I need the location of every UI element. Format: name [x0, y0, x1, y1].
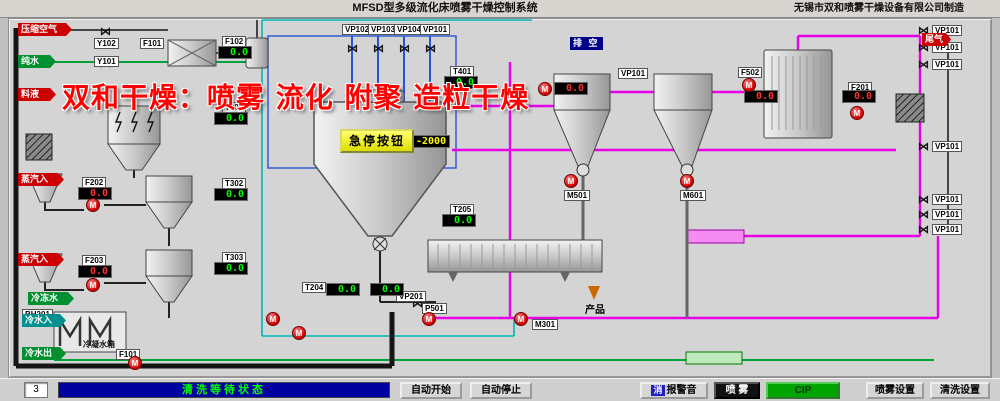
- pump-motor[interactable]: M: [128, 356, 142, 370]
- value-display: 0.0: [214, 262, 248, 275]
- watermark-text: 双和干燥：喷雾 流化 附聚 造粒干燥: [62, 81, 530, 114]
- tag-label-t204: T204: [302, 282, 327, 293]
- clean-settings-button[interactable]: 清洗设置: [930, 382, 990, 399]
- auto-stop-button[interactable]: 自动停止: [470, 382, 532, 399]
- tag-label-vp101: VP101: [932, 59, 963, 70]
- pump-motor[interactable]: M: [292, 326, 306, 340]
- label-navy: 排 空: [570, 37, 603, 50]
- valve-icon[interactable]: ⋈: [347, 43, 358, 55]
- value-display: 0.0: [442, 214, 476, 227]
- value-display: 0.0: [370, 283, 404, 296]
- tag-label-f101: F101: [140, 38, 165, 49]
- tag-label-f502: F502: [738, 67, 763, 78]
- pump-motor[interactable]: M: [850, 106, 864, 120]
- valve-icon[interactable]: ⋈: [918, 224, 929, 236]
- flow-arrow: 蒸汽入: [18, 253, 64, 266]
- value-display: -2000: [412, 135, 451, 148]
- tag-label-vp101: VP101: [618, 68, 649, 79]
- pump-motor[interactable]: M: [564, 174, 578, 188]
- spray-settings-button[interactable]: 喷雾设置: [866, 382, 924, 399]
- manufacturer-label: 无锡市双和喷雾干燥设备有限公司制造: [794, 3, 964, 14]
- tag-label-vp101: VP101: [420, 24, 451, 35]
- label-small: 冷凝水箱: [83, 340, 115, 349]
- pump-motor[interactable]: M: [680, 174, 694, 188]
- tag-label-vp101: VP101: [932, 141, 963, 152]
- valve-icon[interactable]: ⋈: [918, 209, 929, 221]
- flow-arrow: 冷冻水: [28, 292, 74, 305]
- valve-icon[interactable]: ⋈: [918, 194, 929, 206]
- label-red: 尾气: [922, 33, 951, 46]
- tag-label-y102: Y102: [94, 38, 119, 49]
- counter-box: 3: [24, 382, 48, 398]
- cip-button[interactable]: CIP: [766, 382, 840, 399]
- value-display: 0.0: [842, 90, 876, 103]
- tag-label-vp101: VP101: [932, 209, 963, 220]
- pump-motor[interactable]: M: [538, 82, 552, 96]
- pump-motor[interactable]: M: [86, 278, 100, 292]
- valve-icon[interactable]: ⋈: [373, 43, 384, 55]
- tag-label-vp101: VP101: [932, 194, 963, 205]
- mute-alarm-label: 报警音: [666, 384, 697, 396]
- value-display: 0.0: [218, 46, 252, 59]
- flow-arrow: 冷水入: [22, 314, 66, 327]
- spray-button[interactable]: 喷 雾: [714, 382, 760, 399]
- pump-motor[interactable]: M: [514, 312, 528, 326]
- mute-icon: 消: [651, 384, 665, 396]
- value-display: 0.0: [554, 82, 588, 95]
- flow-arrow: 蒸汽入: [18, 173, 64, 186]
- value-display: 0.0: [214, 188, 248, 201]
- title-bar: MFSD型多级流化床喷雾干燥控制系统 无锡市双和喷雾干燥设备有限公司制造: [0, 0, 1000, 18]
- status-text: 清洗等待状态: [182, 384, 266, 396]
- value-display: 0.0: [78, 265, 112, 278]
- tag-label-m501: M501: [564, 190, 591, 201]
- tag-label-y101: Y101: [94, 56, 119, 67]
- pump-motor[interactable]: M: [86, 198, 100, 212]
- valve-icon[interactable]: ⋈: [918, 59, 929, 71]
- tag-label-vp101: VP101: [932, 224, 963, 235]
- flow-arrow: 纯水: [18, 55, 56, 68]
- auto-start-button[interactable]: 自动开始: [400, 382, 462, 399]
- tag-label-m601: M601: [680, 190, 707, 201]
- flow-arrow: 料液: [18, 88, 56, 101]
- emergency-stop-button[interactable]: 急停按钮: [340, 129, 414, 153]
- pump-motor[interactable]: M: [742, 78, 756, 92]
- status-bar: 清洗等待状态: [58, 382, 390, 398]
- mute-alarm-button[interactable]: 消报警音: [640, 382, 708, 399]
- label-plain: 产品: [585, 305, 605, 316]
- pump-motor[interactable]: M: [266, 312, 280, 326]
- valve-icon[interactable]: ⋈: [425, 43, 436, 55]
- value-display: 0.0: [326, 283, 360, 296]
- bottom-control-bar: 3 清洗等待状态 自动开始 自动停止 消报警音 喷 雾 CIP 喷雾设置 清洗设…: [0, 378, 1000, 401]
- valve-icon[interactable]: ⋈: [399, 43, 410, 55]
- page-title: MFSD型多级流化床喷雾干燥控制系统: [352, 2, 538, 14]
- valve-icon[interactable]: ⋈: [918, 141, 929, 153]
- valve-icon[interactable]: ⋈: [100, 26, 111, 38]
- flow-arrow: 压缩空气: [18, 23, 72, 36]
- flow-arrow: 冷水出: [22, 347, 66, 360]
- tag-label-m301: M301: [532, 319, 559, 330]
- pump-motor[interactable]: M: [422, 312, 436, 326]
